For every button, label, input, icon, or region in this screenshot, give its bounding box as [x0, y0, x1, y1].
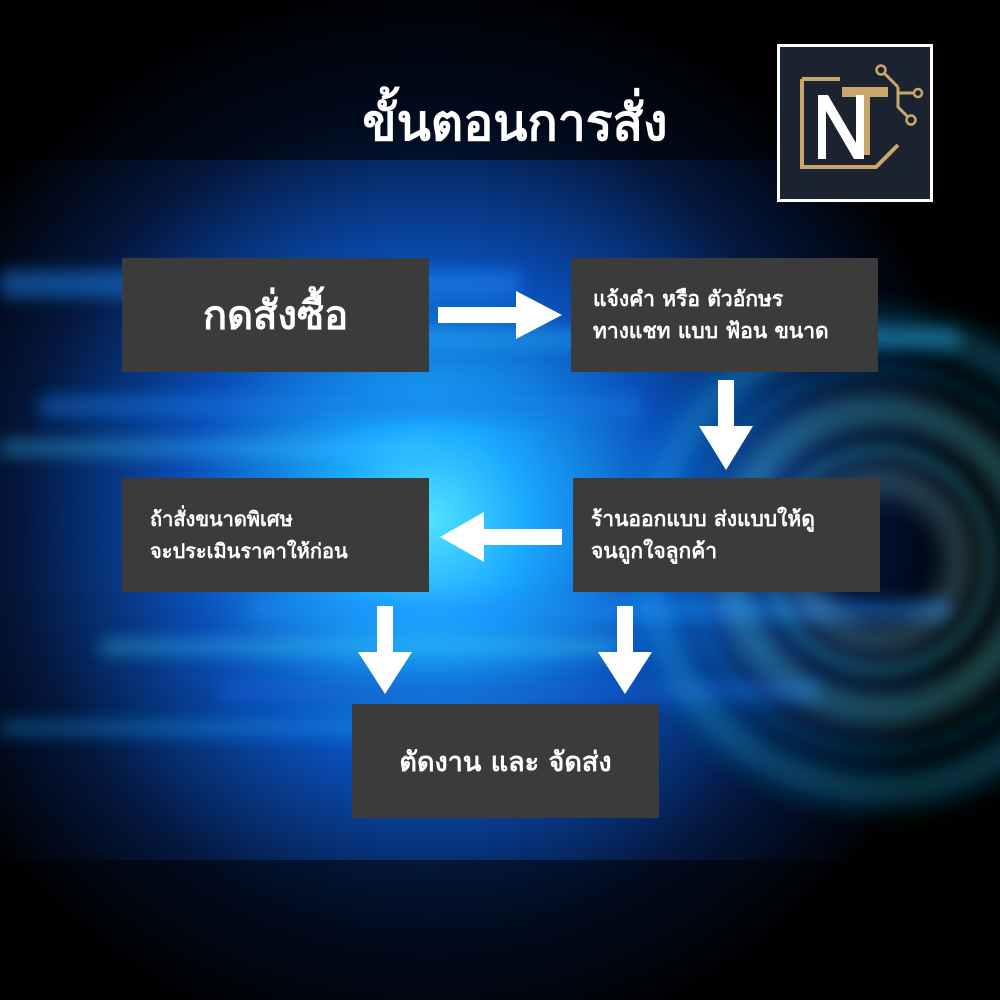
step-special-line1: ถ้าสั่งขนาดพิเศษ	[150, 507, 293, 531]
arrow-right-icon	[438, 291, 562, 339]
step-order-label: กดสั่งซื้อ	[202, 293, 349, 339]
arrow-left-icon	[440, 512, 562, 562]
step-design-line2: จนถูกใจลูกค้า	[591, 539, 718, 563]
step-order-box: กดสั่งซื้อ	[122, 258, 429, 372]
step-ship-label: ตัดงาน และ จัดส่ง	[399, 746, 612, 778]
step-ship-box: ตัดงาน และ จัดส่ง	[352, 704, 659, 818]
arrow-down-icon	[699, 380, 753, 470]
step-special-box: ถ้าสั่งขนาดพิเศษ จะประเมินราคาให้ก่อน	[122, 478, 429, 592]
step-design-line1: ร้านออกแบบ ส่งแบบให้ดู	[591, 507, 815, 531]
step-notify-line2: ทางแชท แบบ ฟ้อน ขนาด	[593, 319, 829, 343]
arrow-down-right-icon	[598, 606, 652, 694]
page-title: ขั้นตอนการสั่ง	[362, 94, 668, 152]
step-special-line2: จะประเมินราคาให้ก่อน	[150, 539, 348, 563]
step-notify-box: แจ้งคำ หรือ ตัวอักษร ทางแชท แบบ ฟ้อน ขนา…	[571, 258, 878, 372]
step-design-box: ร้านออกแบบ ส่งแบบให้ดู จนถูกใจลูกค้า	[573, 478, 880, 592]
step-notify-line1: แจ้งคำ หรือ ตัวอักษร	[593, 287, 784, 311]
brand-logo	[777, 44, 933, 202]
arrow-down-left-icon	[358, 606, 412, 694]
nt-logo-icon	[800, 64, 924, 169]
